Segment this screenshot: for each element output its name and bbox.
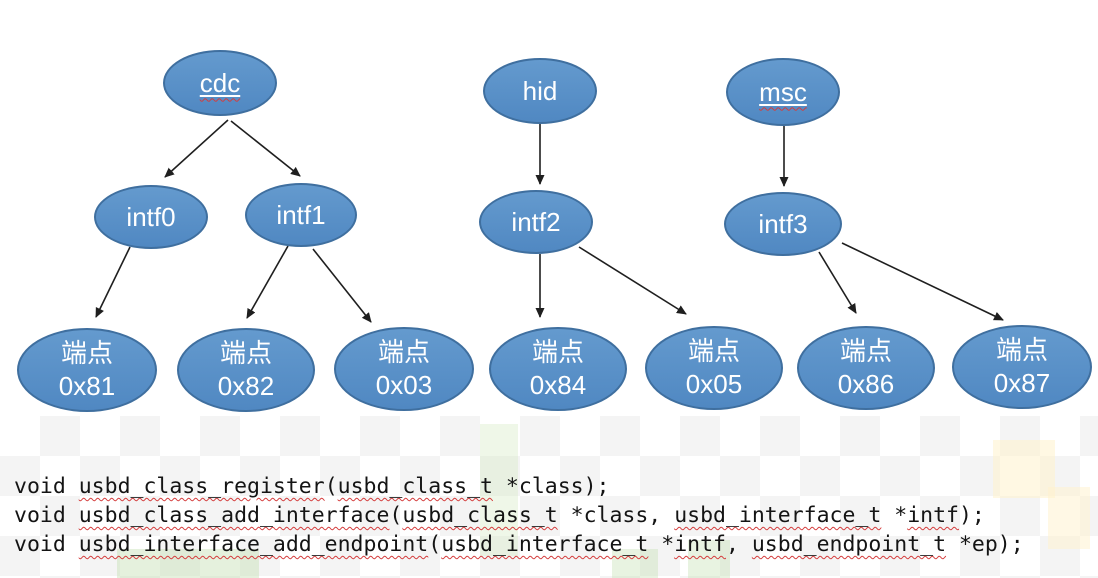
node-label: 0x82 (217, 371, 275, 401)
code-text: * (881, 503, 908, 528)
misspelled-code-text: usbd_interface_t (441, 532, 649, 557)
node-cdc: cdc (163, 50, 277, 116)
code-text: ( (428, 532, 442, 557)
background-artifact (993, 440, 1055, 498)
node-label: cdc (199, 67, 241, 98)
node-intf0: intf0 (94, 185, 208, 249)
node-label: intf3 (758, 208, 808, 239)
code-text: *class); (492, 474, 610, 499)
code-text: *class, (557, 503, 675, 528)
node-msc: msc (726, 58, 840, 126)
node-label: msc (759, 76, 807, 107)
checkerboard-background (0, 416, 1098, 578)
arrow-cdc-to-intf0 (164, 119, 229, 178)
code-text: ( (389, 503, 403, 528)
node-label: intf0 (126, 201, 176, 232)
arrow-intf1-to-ep03 (312, 248, 372, 323)
code-text: void (14, 474, 79, 499)
misspelled-code-text: intf (907, 503, 959, 528)
background-artifact (117, 549, 259, 578)
arrow-intf0-to-ep81 (95, 246, 131, 318)
node-label: 0x03 (375, 370, 433, 400)
node-hid: hid (483, 58, 597, 124)
misspelled-code-text: usbd_class_register (78, 474, 325, 499)
misspelled-code-text: usbd_interface_t (674, 503, 882, 528)
node-label: 端点 (377, 337, 430, 367)
code-block: void usbd_class_register(usbd_class_t *c… (14, 472, 1024, 559)
arrow-intf1-to-ep82 (246, 245, 289, 319)
code-text: void (14, 532, 79, 557)
background-artifact (480, 424, 518, 556)
node-label: 端点 (60, 338, 113, 368)
node-intf2: intf2 (479, 190, 593, 254)
arrow-intf2-to-ep05 (578, 246, 687, 315)
code-text: * (648, 532, 675, 557)
misspelled-code-text: usbd_class_t (402, 503, 558, 528)
misspelled-code-text: usbd_class_t (337, 474, 493, 499)
background-artifact (688, 540, 730, 578)
code-text: , (725, 532, 752, 557)
node-intf3: intf3 (724, 192, 842, 256)
node-label: intf2 (511, 206, 561, 237)
node-intf1: intf1 (245, 183, 357, 247)
arrow-intf3-to-ep86 (818, 251, 857, 314)
code-line: void usbd_interface_add_endpoint(usbd_in… (14, 530, 1024, 559)
node-label: 端点 (995, 335, 1048, 365)
node-label: 端点 (687, 336, 740, 366)
node-label: intf1 (276, 199, 326, 230)
node-label: 端点 (219, 338, 272, 368)
misspelled-code-text: usbd_interface_add_endpoint (78, 532, 429, 557)
code-text: ( (324, 474, 338, 499)
arrow-intf3-to-ep87 (841, 242, 1004, 321)
node-label: hid (522, 75, 558, 106)
node-label: 端点 (839, 336, 892, 366)
code-line: void usbd_class_add_interface(usbd_class… (14, 501, 1024, 530)
node-label: 0x05 (685, 369, 743, 399)
arrow-cdc-to-intf1 (230, 120, 301, 177)
node-label: 端点 (531, 337, 584, 367)
misspelled-code-text: usbd_class_add_interface (78, 503, 390, 528)
code-text: ); (958, 503, 985, 528)
code-text: *ep); (946, 532, 1024, 557)
code-text: void (14, 503, 79, 528)
misspelled-code-text: usbd_endpoint_t (751, 532, 947, 557)
misspelled-code-text: intf (674, 532, 726, 557)
node-label: 0x84 (529, 370, 587, 400)
node-label: 0x81 (58, 371, 116, 401)
code-line: void usbd_class_register(usbd_class_t *c… (14, 472, 1024, 501)
node-label: 0x87 (993, 368, 1051, 398)
background-artifact (612, 549, 658, 578)
background-artifact (1048, 487, 1090, 549)
node-label: 0x86 (837, 369, 895, 399)
